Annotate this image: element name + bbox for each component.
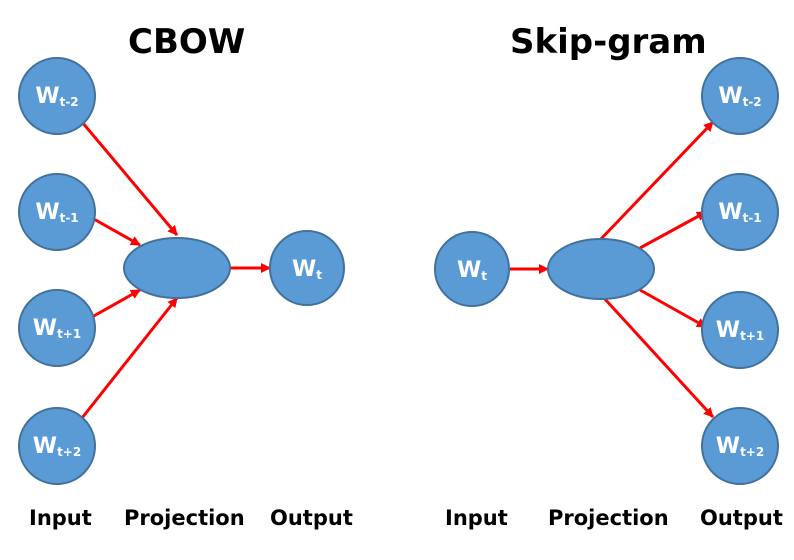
- cbow-output-node: Wt: [269, 230, 345, 306]
- node-base: W: [718, 84, 742, 109]
- skipgram-arrow-output-2: [639, 210, 707, 250]
- node-subscript: t+1: [740, 329, 764, 343]
- node-subscript: t-1: [60, 211, 79, 225]
- node-subscript: t+2: [740, 445, 764, 459]
- skipgram-input-node: Wt: [434, 231, 510, 307]
- cbow-arrow-input-3: [91, 288, 141, 319]
- cbow-input-node: Wt+1: [18, 289, 96, 367]
- cbow-arrows: [80, 121, 271, 419]
- skipgram-arrows: [510, 120, 715, 419]
- svg-text:Wt+2: Wt+2: [33, 434, 81, 459]
- cbow-output-label: Output: [270, 506, 353, 530]
- node-base: W: [33, 316, 57, 341]
- cbow-arrow-input-1: [80, 121, 179, 236]
- node-subscript: t-1: [743, 211, 762, 225]
- node-subscript: t+1: [57, 327, 81, 341]
- cbow-input-label: Input: [29, 506, 92, 530]
- skipgram-arrow-output-3: [639, 288, 707, 329]
- svg-text:Wt: Wt: [292, 257, 322, 282]
- svg-text:Wt+1: Wt+1: [33, 316, 81, 341]
- node-subscript: t-2: [60, 95, 79, 109]
- node-base: W: [35, 200, 59, 225]
- skipgram-arrow-output-4: [602, 296, 715, 419]
- skipgram-title: Skip-gram: [510, 22, 707, 62]
- cbow-arrow-input-4: [80, 297, 179, 419]
- cbow-input-node: Wt-2: [18, 57, 96, 135]
- skipgram-output-node: Wt-1: [701, 173, 779, 251]
- cbow-projection-label: Projection: [124, 506, 245, 530]
- svg-text:Wt+2: Wt+2: [716, 434, 764, 459]
- svg-text:Wt-2: Wt-2: [35, 84, 78, 109]
- cbow-input-node: Wt-1: [18, 173, 96, 251]
- skipgram-output-node: Wt+2: [701, 407, 779, 485]
- node-base: W: [716, 434, 740, 459]
- svg-text:Wt+1: Wt+1: [716, 318, 764, 343]
- cbow-title: CBOW: [128, 22, 246, 62]
- cbow-projection-node: [123, 237, 231, 299]
- cbow-input-node: Wt+2: [18, 407, 96, 485]
- cbow-arrow-input-2: [91, 216, 141, 247]
- svg-text:Wt-1: Wt-1: [718, 200, 761, 225]
- node-subscript: t+2: [57, 445, 81, 459]
- skipgram-projection-label: Projection: [548, 506, 669, 530]
- node-subscript: t: [316, 268, 322, 282]
- node-base: W: [718, 200, 742, 225]
- skipgram-input-label: Input: [445, 506, 508, 530]
- node-base: W: [457, 258, 481, 283]
- skipgram-projection-node: [547, 238, 655, 300]
- skipgram-output-node: Wt+1: [701, 291, 779, 369]
- node-subscript: t: [481, 269, 487, 283]
- node-subscript: t-2: [743, 95, 762, 109]
- node-base: W: [35, 84, 59, 109]
- skipgram-output-node: Wt-2: [701, 57, 779, 135]
- skipgram-arrow-output-1: [598, 120, 715, 242]
- svg-text:Wt-1: Wt-1: [35, 200, 78, 225]
- svg-text:Wt-2: Wt-2: [718, 84, 761, 109]
- node-base: W: [292, 257, 316, 282]
- node-base: W: [716, 318, 740, 343]
- skipgram-output-label: Output: [700, 506, 783, 530]
- node-base: W: [33, 434, 57, 459]
- svg-text:Wt: Wt: [457, 258, 487, 283]
